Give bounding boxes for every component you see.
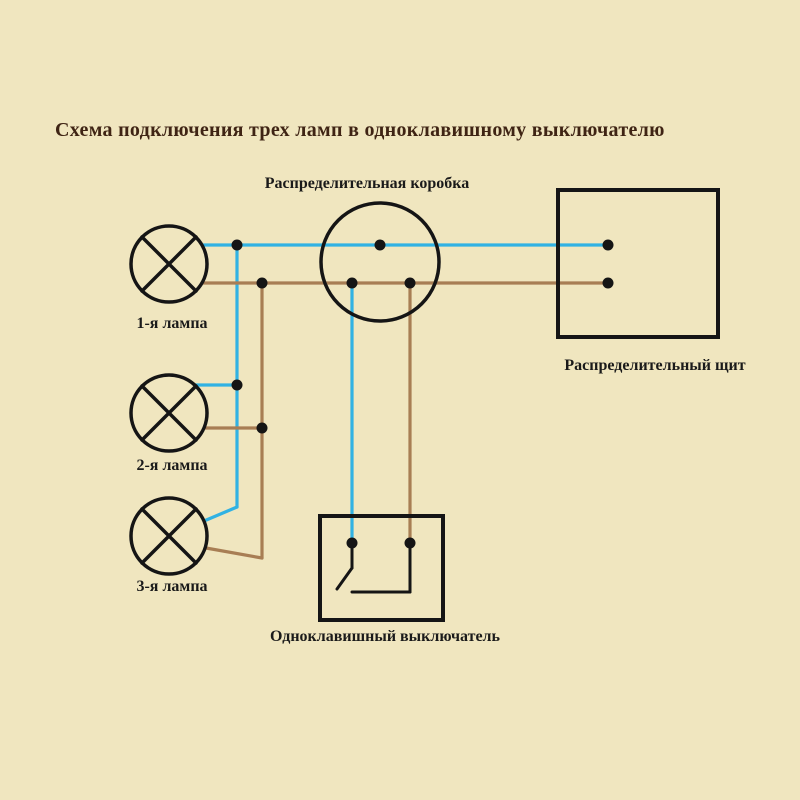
lamp1-symbol: [129, 224, 209, 304]
wire-blue-lamp3-branch: [202, 505, 239, 523]
switch-lever: [335, 566, 354, 591]
connection-dot: [256, 422, 268, 434]
lamp3-label: 3-я лампа: [136, 578, 207, 595]
connection-dot: [231, 379, 243, 391]
connection-dot: [346, 537, 358, 549]
lamp3-symbol: [129, 496, 209, 576]
switch-symbol: [318, 514, 445, 622]
lamp2-cross-line: [140, 384, 198, 442]
connection-dot: [374, 239, 386, 251]
panel-label: Распределительный щит: [564, 357, 745, 374]
connection-dot: [346, 277, 358, 289]
connection-dot: [602, 277, 614, 289]
connection-dot: [256, 277, 268, 289]
junction-box-symbol: [319, 201, 441, 323]
connection-dot: [231, 239, 243, 251]
connection-dot: [602, 239, 614, 251]
connection-dot-group: [231, 239, 614, 549]
connection-dot: [404, 537, 416, 549]
lamp1-cross-line: [140, 235, 198, 293]
diagram-title: Схема подключения трех ламп в одноклавиш…: [55, 119, 665, 141]
panel-symbol: [556, 188, 720, 339]
wire-brown-lamp3-branch: [204, 546, 264, 560]
component-outline-group: [129, 188, 720, 622]
junction-box-label: Распределительная коробка: [265, 175, 469, 192]
switch-label: Одноклавишный выключатель: [270, 628, 501, 645]
lamp3-cross-line: [140, 507, 198, 565]
lamp1-label: 1-я лампа: [136, 315, 207, 332]
connection-dot: [404, 277, 416, 289]
lamp2-label: 2-я лампа: [136, 457, 207, 474]
lamp2-symbol: [129, 373, 209, 453]
blue-wire-group: [193, 243, 610, 545]
